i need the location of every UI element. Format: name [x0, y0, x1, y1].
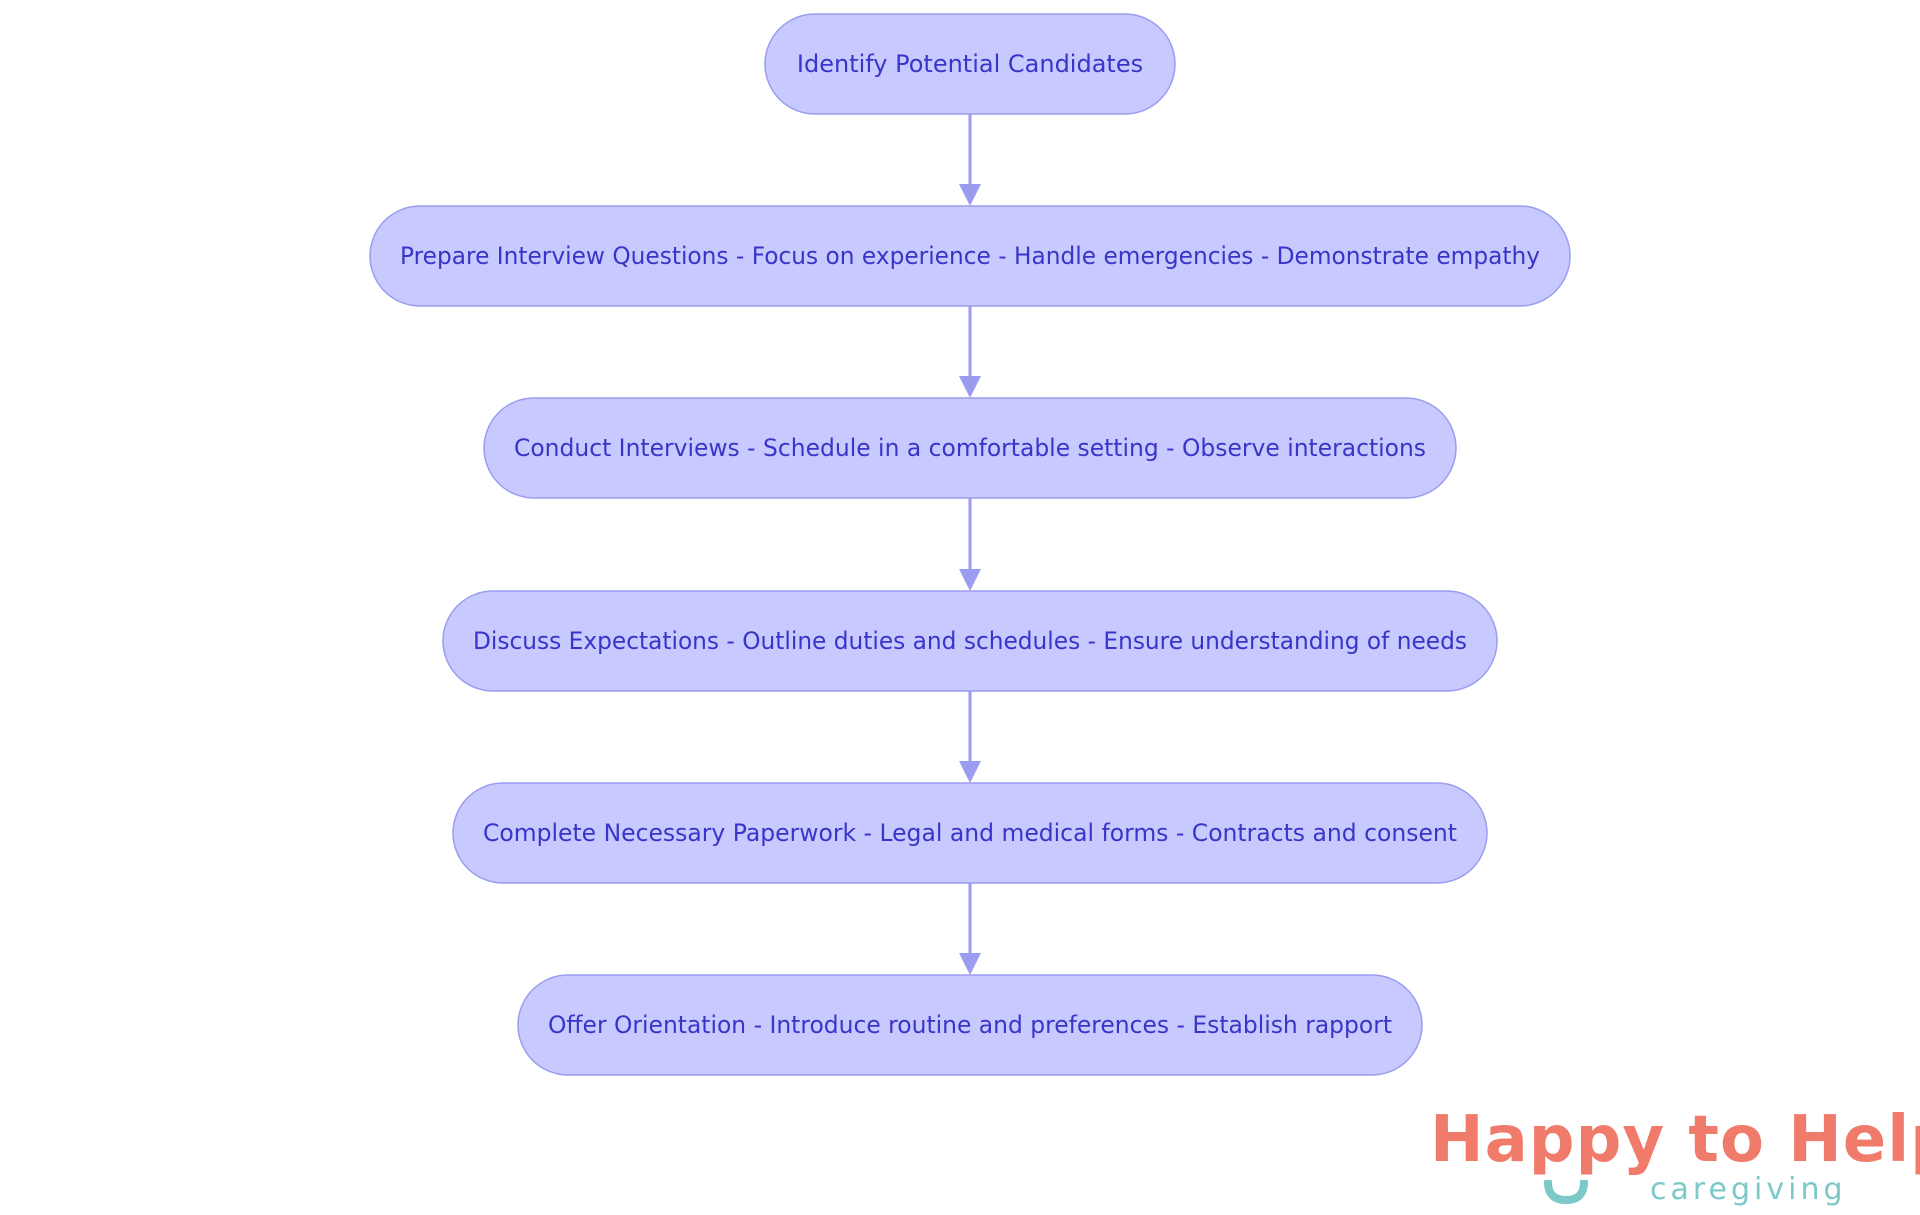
edges-layer — [959, 114, 981, 975]
flow-node-shape — [452, 782, 1488, 884]
flow-node-label: Identify Potential Candidates — [797, 50, 1143, 78]
flow-node-label: Discuss Expectations - Outline duties an… — [473, 627, 1467, 655]
flow-node-6: Offer Orientation - Introduce routine an… — [517, 974, 1423, 1076]
flow-node-shape — [517, 974, 1423, 1076]
flow-node-label: Prepare Interview Questions - Focus on e… — [400, 242, 1540, 270]
flow-node-2: Prepare Interview Questions - Focus on e… — [369, 205, 1571, 307]
flow-node-3: Conduct Interviews - Schedule in a comfo… — [483, 397, 1457, 499]
arrowhead-icon — [959, 761, 981, 783]
logo-word-to: to — [1688, 1103, 1765, 1177]
flow-edge-3 — [959, 498, 981, 591]
flow-node-label: Complete Necessary Paperwork - Legal and… — [483, 819, 1457, 847]
flow-edge-5 — [959, 883, 981, 975]
flow-node-label: Conduct Interviews - Schedule in a comfo… — [514, 434, 1426, 462]
flow-node-4: Discuss Expectations - Outline duties an… — [442, 590, 1498, 692]
arrowhead-icon — [959, 953, 981, 975]
flow-node-shape — [442, 590, 1498, 692]
smile-icon — [1544, 1180, 1588, 1204]
flow-edge-2 — [959, 306, 981, 398]
logo-word-help: Help — [1788, 1103, 1920, 1177]
logo-word-happy: Happy — [1430, 1103, 1666, 1177]
arrowhead-icon — [959, 184, 981, 206]
arrowhead-icon — [959, 569, 981, 591]
logo-tagline: caregiving — [1650, 1172, 1847, 1207]
brand-logo: Happy to Help caregiving — [1420, 1100, 1920, 1210]
flow-node-1: Identify Potential Candidates — [764, 13, 1176, 115]
flow-node-label: Offer Orientation - Introduce routine an… — [548, 1011, 1392, 1039]
arrowhead-icon — [959, 376, 981, 398]
flow-node-shape — [483, 397, 1457, 499]
flow-node-5: Complete Necessary Paperwork - Legal and… — [452, 782, 1488, 884]
flow-node-shape — [764, 13, 1176, 115]
flow-edge-4 — [959, 691, 981, 783]
logo-wordmark: Happy to Help — [1430, 1100, 1920, 1180]
flow-edge-1 — [959, 114, 981, 206]
flow-node-shape — [369, 205, 1571, 307]
